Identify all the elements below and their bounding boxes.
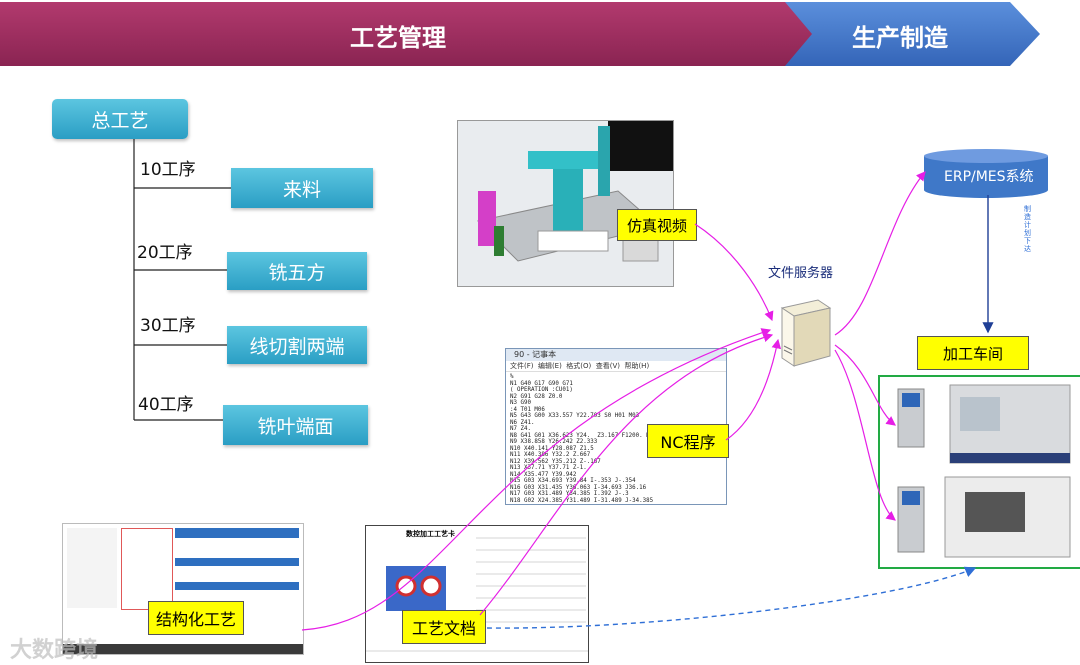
nc-code-line: N16 G03 X31.435 Y36.063 I-34.693 J36.16 xyxy=(510,484,647,491)
nc-code-line: N6 Z41. xyxy=(510,419,535,426)
menu-format[interactable]: 格式(O) xyxy=(566,362,592,370)
notepad-titlebar: 90 - 记事本 xyxy=(506,349,726,361)
tree-connectors xyxy=(133,139,232,421)
simulation-callout: 仿真视频 xyxy=(617,209,697,241)
doc-fixture-graphic xyxy=(366,537,588,652)
root-process-box: 总工艺 xyxy=(52,99,188,139)
notepad-menubar: 文件(F) 编辑(E) 格式(O) 查看(V) 帮助(H) xyxy=(506,361,726,372)
banner-arrows xyxy=(0,2,1040,66)
step-20-label: 20工序 xyxy=(137,243,193,263)
simulation-screenshot xyxy=(457,120,674,287)
nc-code-line: N7 Z4. xyxy=(510,426,531,432)
nc-code-line: N9 X38.858 Y26.242 Z2.333 xyxy=(510,439,598,445)
nc-code-line: N3 G90 xyxy=(510,400,531,406)
banner-left-shape xyxy=(0,2,815,66)
banner-right-title: 生产制造 xyxy=(852,24,948,52)
nc-code-line: N13 X37.71 Y37.71 Z-1. xyxy=(510,465,587,471)
server-label: 文件服务器 xyxy=(768,266,834,281)
nc-code-line: N2 G91 G28 Z0.0 xyxy=(510,393,563,400)
step-40-label: 40工序 xyxy=(138,395,194,415)
document-callout: 工艺文档 xyxy=(402,610,486,644)
nc-code-line: N10 X40.141 Y28.087 Z1.5 xyxy=(510,445,594,452)
nc-code-line: % xyxy=(510,374,514,380)
nc-code-line: ( OPERATION :CU01) xyxy=(510,387,573,393)
step-40-box: 铣叶端面 xyxy=(223,405,368,445)
notepad-text-area[interactable]: %N1 G40 G17 G90 G71( OPERATION :CU01)N2 … xyxy=(506,372,726,504)
menu-help[interactable]: 帮助(H) xyxy=(624,362,650,370)
structured-callout: 结构化工艺 xyxy=(148,601,244,635)
nc-code-line: N14 X35.477 Y39.942 xyxy=(510,471,577,478)
workshop-machines-graphic xyxy=(897,384,1071,558)
nc-code-line: N18 G02 X24.385 Y31.489 I-31.489 J-34.38… xyxy=(510,497,654,504)
nc-code-line: N15 G03 X34.693 Y39.84 I-.353 J-.354 xyxy=(510,478,636,484)
nc-code-line: N11 X40.386 Y32.2 Z.667 xyxy=(510,452,591,458)
erp-label: ERP/MES系统 xyxy=(944,169,1034,185)
nc-code-line: N5 G43 G00 X33.557 Y22.703 S0 H01 M03 xyxy=(510,413,640,419)
banner-left-title: 工艺管理 xyxy=(350,24,446,52)
nc-code-line: N17 G03 X31.489 Y34.385 I.392 J-.3 xyxy=(510,491,629,497)
step-30-box: 线切割两端 xyxy=(227,326,367,364)
banner-right-shape xyxy=(785,2,1040,66)
doc-heading: 数控加工工艺卡 xyxy=(406,530,455,538)
nc-program-callout: NC程序 xyxy=(647,424,729,458)
workshop-callout: 加工车间 xyxy=(917,336,1029,370)
workshop-frame xyxy=(878,375,1080,569)
nc-code-line: N12 X39.562 Y35.212 Z-.167 xyxy=(510,458,601,465)
nc-code-line: N1 G40 G17 G90 G71 xyxy=(510,380,573,387)
menu-edit[interactable]: 编辑(E) xyxy=(537,362,562,370)
watermark: 大数跨境 xyxy=(10,638,99,663)
menu-file[interactable]: 文件(F) xyxy=(510,362,534,370)
step-10-label: 10工序 xyxy=(140,160,196,180)
erp-database-icon xyxy=(924,149,1048,198)
step-30-label: 30工序 xyxy=(140,316,196,336)
step-20-box: 铣五方 xyxy=(227,252,367,290)
nc-code-line: :4 T01 M06 xyxy=(510,406,545,413)
machine-model-graphic xyxy=(476,121,673,262)
step-10-box: 来料 xyxy=(231,168,373,208)
erp-arrow-text: 制造计划下达 xyxy=(1024,205,1031,253)
menu-view[interactable]: 查看(V) xyxy=(595,362,620,370)
server-icon xyxy=(780,299,832,367)
